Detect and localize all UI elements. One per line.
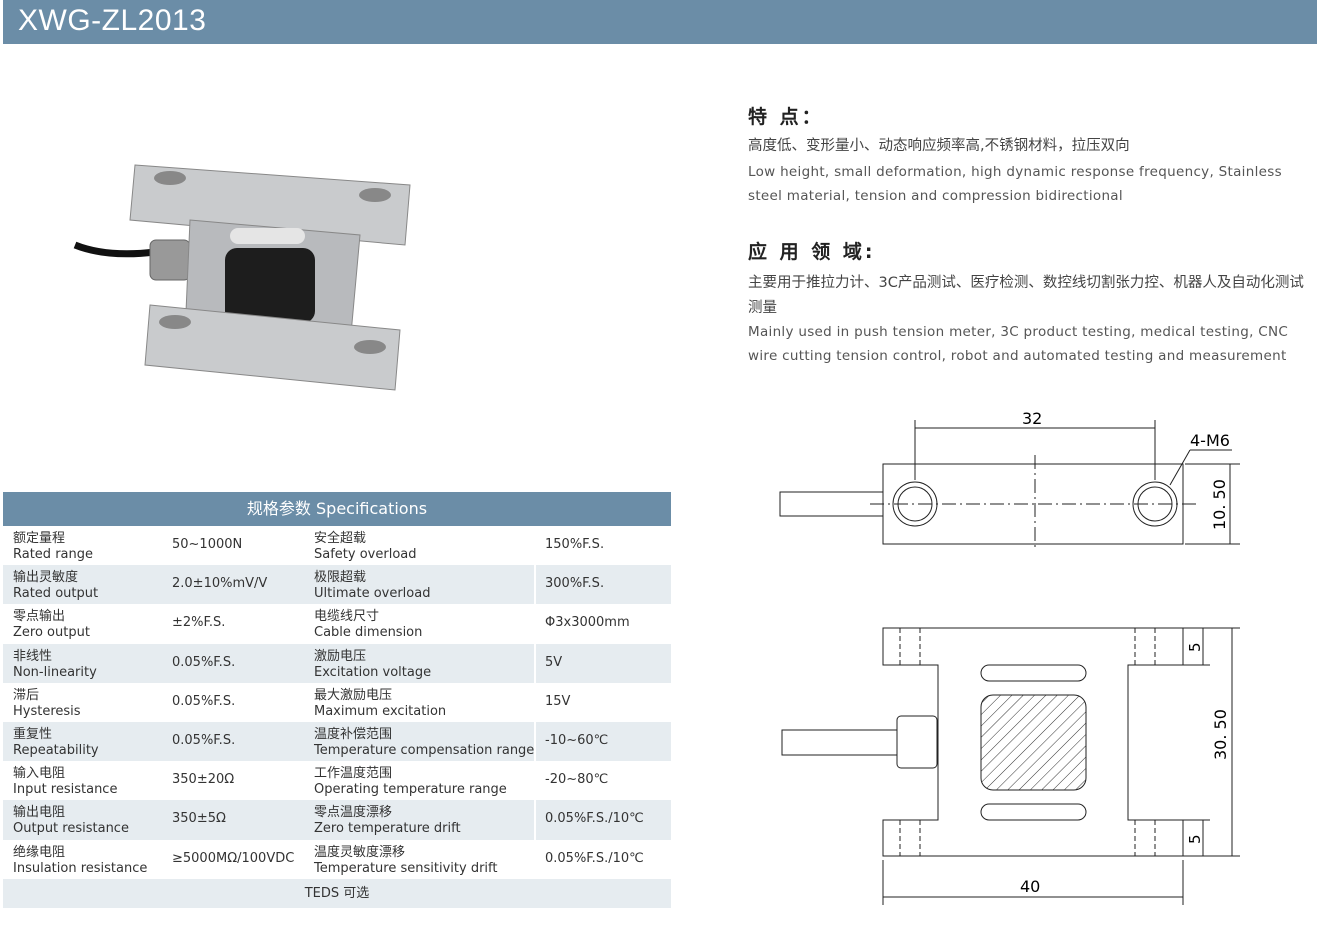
param-name-zh: 激励电压 — [314, 648, 367, 664]
dim-side-height: 30. 50 — [1211, 709, 1230, 760]
dim-top-height: 10. 50 — [1210, 479, 1229, 530]
column-divider — [534, 800, 536, 840]
param-value: -10~60℃ — [545, 732, 609, 748]
applications-en: Mainly used in push tension meter, 3C pr… — [748, 324, 1289, 364]
features-en: Low height, small deformation, high dyna… — [748, 164, 1282, 204]
side-view-drawing: 30. 50 5 5 40 — [781, 627, 1240, 905]
param-name-en: Repeatability — [13, 742, 99, 758]
param-name-zh: 重复性 — [13, 726, 53, 742]
param-name-en: Insulation resistance — [13, 860, 148, 876]
param-value: 0.05%F.S./10℃ — [545, 811, 644, 827]
column-divider — [534, 721, 536, 762]
product-title: XWG-ZL2013 — [18, 4, 207, 37]
param-name-zh: 最大激励电压 — [314, 687, 393, 703]
param-name-zh: 非线性 — [13, 648, 53, 664]
top-view-drawing: 32 4-M6 10. 50 — [779, 409, 1240, 550]
features-zh: 高度低、变形量小、动态响应频率高,不锈钢材料，拉压双向 — [748, 138, 1130, 154]
table-row: 非线性 Non-linearity 0.05%F.S. 激励电压 Excitat… — [3, 643, 671, 683]
param-name-zh: 极限超载 — [314, 570, 367, 586]
param-name-en: Maximum excitation — [314, 703, 447, 719]
param-name-en: Zero temperature drift — [314, 821, 461, 837]
table-row: 绝缘电阻 Insulation resistance ≥5000MΩ/100VD… — [3, 839, 671, 879]
param-value: ≥5000MΩ/100VDC — [172, 850, 295, 866]
param-name-zh: 滞后 — [13, 687, 40, 703]
dim-flange-top: 5 — [1186, 642, 1204, 652]
param-name-zh: 绝缘电阻 — [13, 844, 66, 860]
param-name-en: Rated output — [13, 586, 99, 602]
param-name-en: Ultimate overload — [314, 586, 431, 602]
param-name-en: Excitation voltage — [314, 664, 432, 680]
param-name-zh: 输出电阻 — [13, 805, 66, 821]
param-name-en: Temperature sensitivity drift — [314, 860, 498, 876]
table-row: 滞后 Hysteresis 0.05%F.S. 最大激励电压 Maximum e… — [3, 682, 671, 722]
applications-zh: 主要用于推拉力计、3C产品测试、医疗检测、数控线切割张力控、机器人及自动化测试测… — [748, 275, 1304, 316]
thread-label: 4-M6 — [1190, 431, 1230, 450]
table-row: 零点输出 Zero output ±2%F.S. 电缆线尺寸 Cable dim… — [3, 604, 671, 644]
param-value: 5V — [545, 654, 563, 670]
param-name-en: Non-linearity — [13, 664, 97, 680]
param-value: 350±20Ω — [172, 772, 235, 788]
column-divider — [534, 526, 536, 566]
param-name-zh: 输入电阻 — [13, 766, 66, 782]
dim-side-width: 40 — [1020, 877, 1040, 896]
column-divider — [534, 761, 536, 801]
dim-flange-bottom: 5 — [1186, 834, 1204, 844]
param-name-en: Output resistance — [13, 821, 129, 837]
column-divider — [534, 565, 536, 605]
param-name-en: Temperature compensation range — [314, 742, 535, 758]
param-name-zh: 温度补偿范围 — [314, 726, 393, 742]
param-name-zh: 零点温度漂移 — [314, 805, 393, 821]
table-row: 输出灵敏度 Rated output 2.0±10%mV/V 极限超载 Ulti… — [3, 565, 671, 605]
column-divider — [534, 682, 536, 722]
param-name-zh: 电缆线尺寸 — [314, 609, 380, 625]
param-value: 2.0±10%mV/V — [172, 576, 268, 592]
column-divider — [534, 839, 536, 879]
applications-heading: 应 用 领 域: — [748, 241, 876, 263]
param-name-zh: 输出灵敏度 — [13, 570, 79, 586]
param-name-zh: 安全超载 — [314, 531, 367, 546]
param-name-en: Hysteresis — [13, 703, 81, 719]
table-header: 规格参数 Specifications — [3, 492, 671, 526]
column-divider — [534, 604, 536, 644]
param-name-en: Cable dimension — [314, 625, 423, 641]
param-name-zh: 工作温度范围 — [314, 766, 393, 782]
table-row: 额定量程 Rated range 50~1000N 安全超载 Safety ov… — [3, 526, 671, 566]
param-value: 0.05%F.S. — [172, 693, 236, 709]
param-name-en: Input resistance — [13, 782, 118, 798]
dim-top-width: 32 — [1022, 409, 1042, 428]
param-name-en: Safety overload — [314, 547, 417, 562]
param-value: 150%F.S. — [545, 537, 605, 552]
table-row: 重复性 Repeatability 0.05%F.S. 温度补偿范围 Tempe… — [3, 721, 671, 762]
features-heading: 特 点： — [748, 106, 824, 128]
param-name-zh: 温度灵敏度漂移 — [314, 844, 406, 860]
column-divider — [534, 643, 536, 683]
param-value: 0.05%F.S./10℃ — [545, 850, 644, 866]
param-value: 350±5Ω — [172, 811, 226, 827]
title-bar: XWG-ZL2013 — [3, 0, 1317, 44]
param-value: 15V — [545, 693, 571, 709]
table-footer: TEDS 可选 — [3, 878, 671, 908]
product-photo — [73, 164, 411, 391]
param-value: 0.05%F.S. — [172, 732, 236, 748]
param-value: 300%F.S. — [545, 576, 605, 592]
table-row: 输出电阻 Output resistance 350±5Ω 零点温度漂移 Zer… — [3, 800, 671, 840]
param-value: 50~1000N — [172, 537, 243, 552]
param-value: 0.05%F.S. — [172, 654, 236, 670]
param-value: Φ3x3000mm — [545, 615, 630, 631]
param-name-en: Zero output — [13, 625, 90, 641]
param-value: -20~80℃ — [545, 772, 609, 788]
param-name-zh: 零点输出 — [13, 609, 66, 625]
param-value: ±2%F.S. — [172, 615, 226, 631]
table-row: 输入电阻 Input resistance 350±20Ω 工作温度范围 Ope… — [3, 761, 671, 801]
param-name-en: Operating temperature range — [314, 782, 507, 798]
param-name-en: Rated range — [13, 547, 93, 562]
specifications-table: 规格参数 Specifications 额定量程 Rated range 50~… — [3, 492, 671, 908]
param-name-zh: 额定量程 — [13, 531, 66, 546]
